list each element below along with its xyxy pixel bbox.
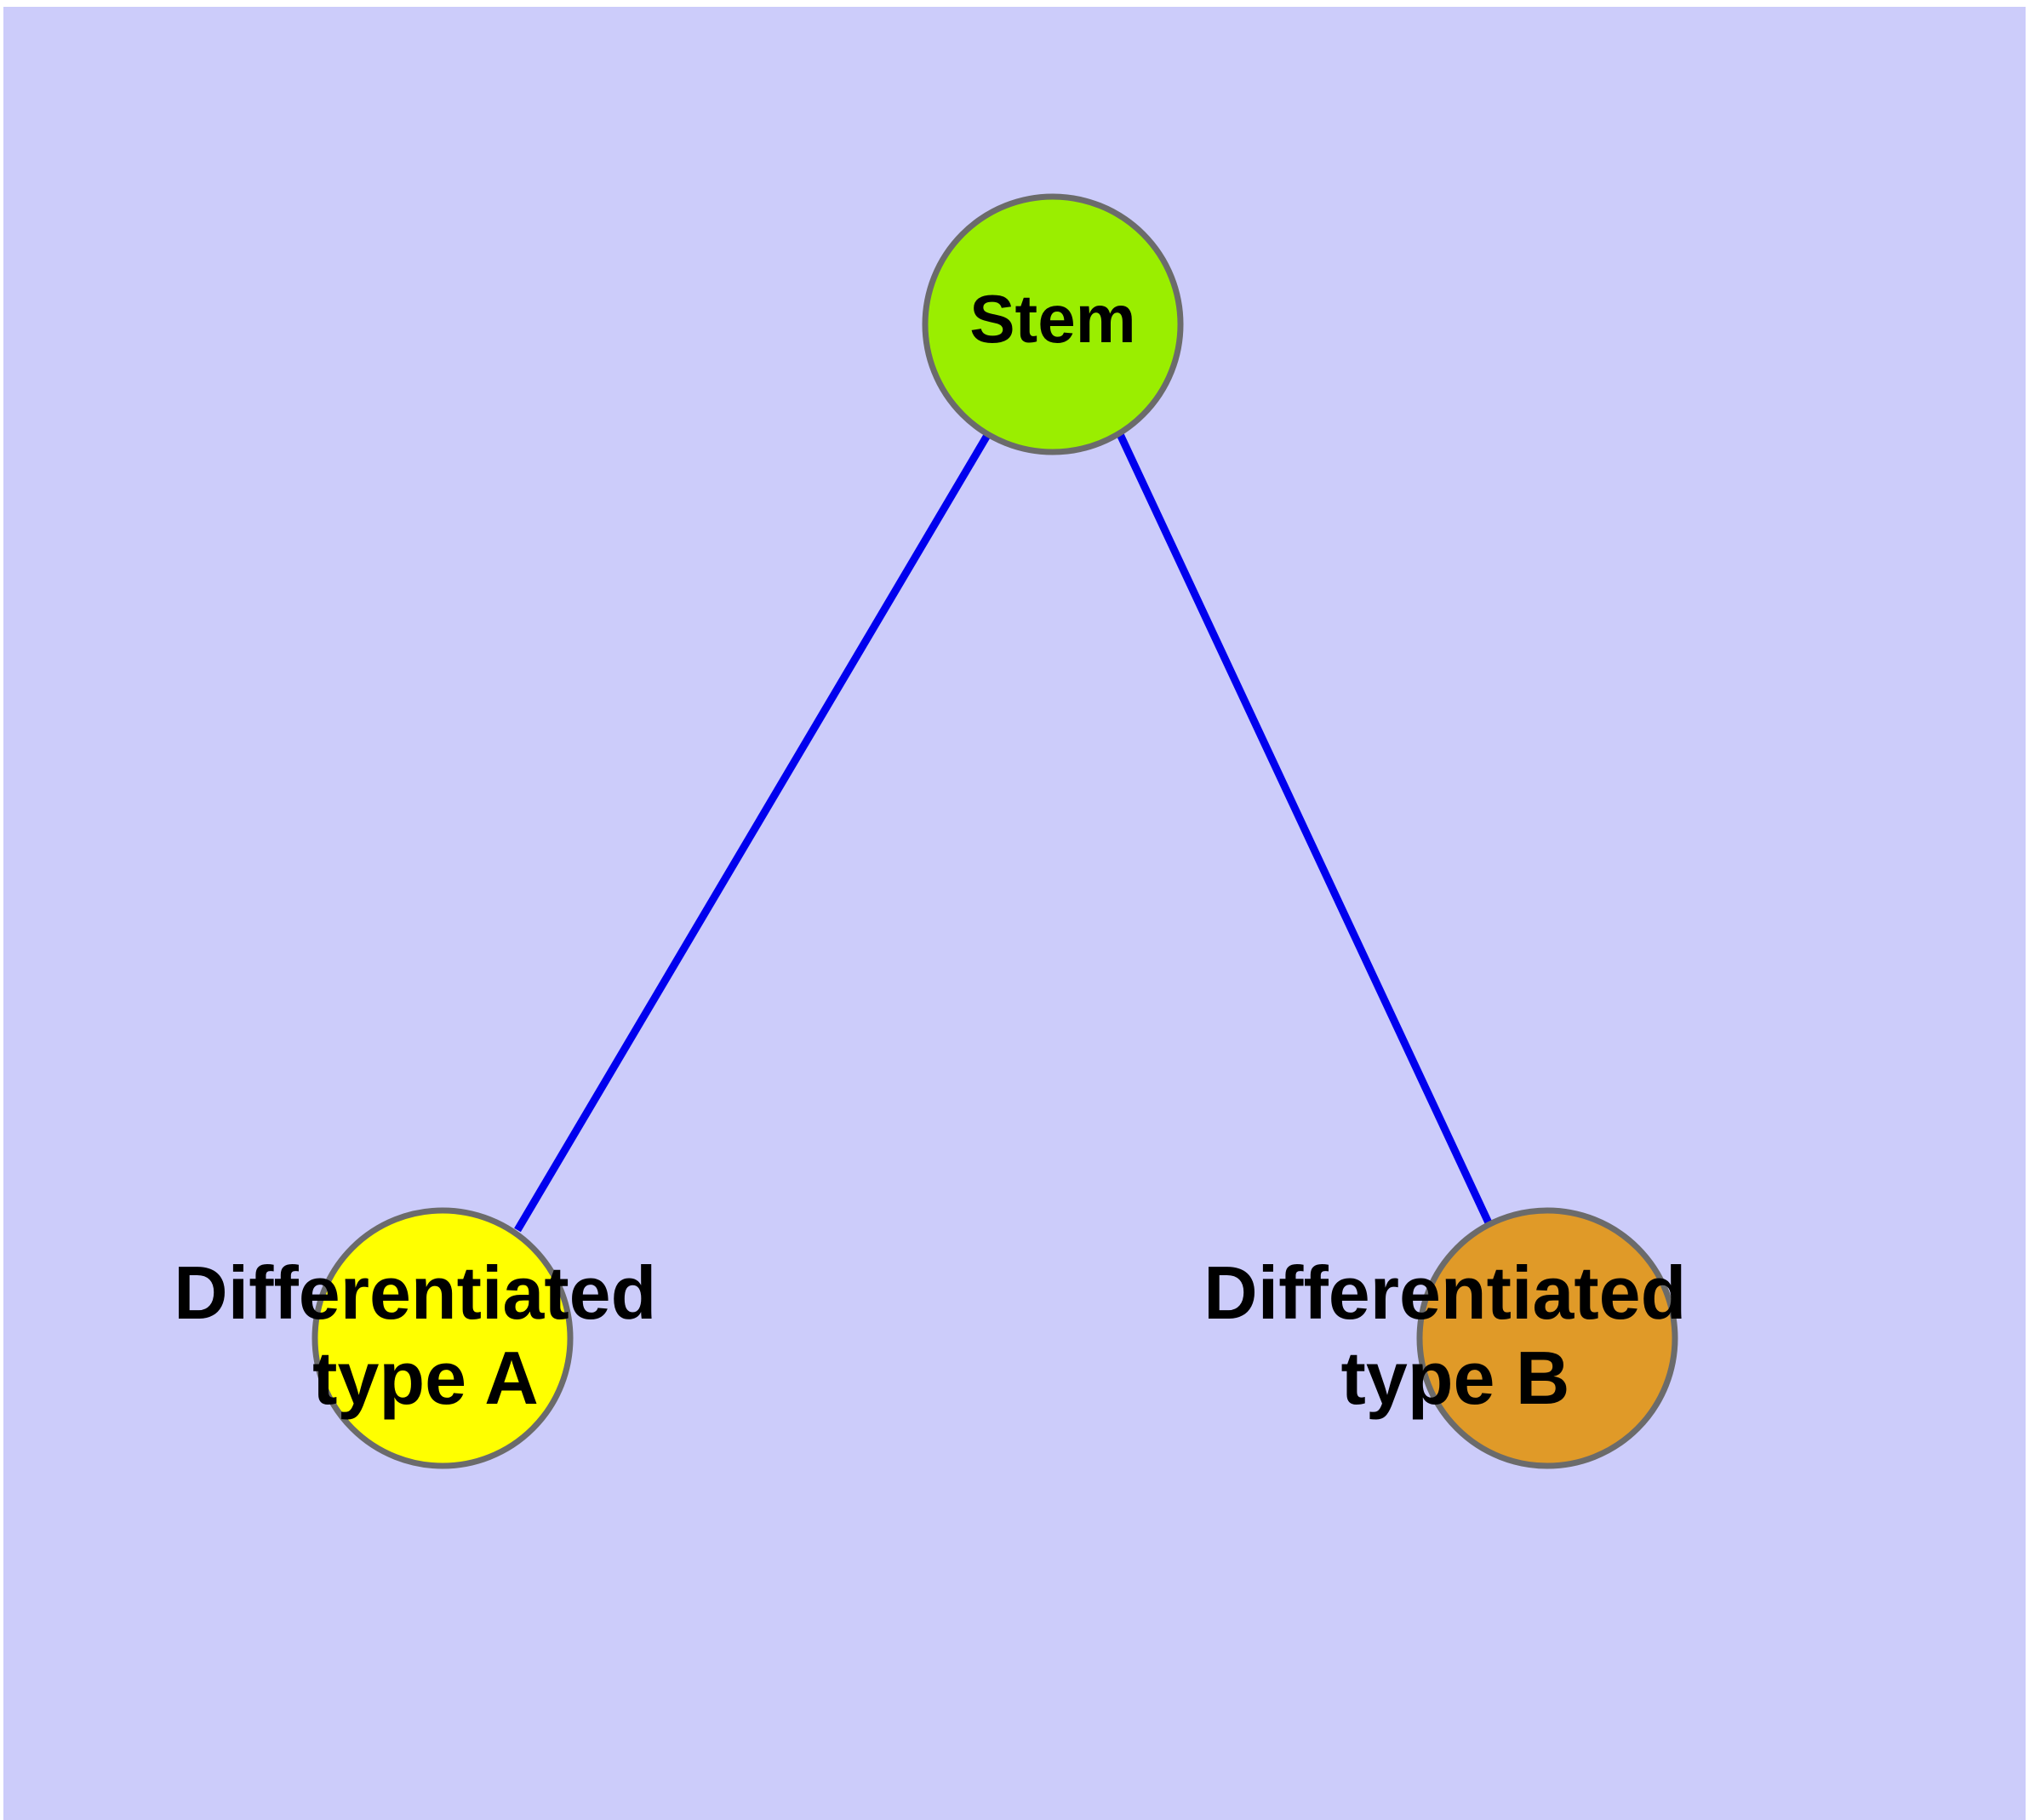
- node-differentiated-type-a[interactable]: Differentiated type A: [174, 1207, 677, 1469]
- edge-stem-to-diff-b[interactable]: [1115, 431, 1496, 1232]
- node-differentiated-type-b-label-line-1: Differentiated: [1203, 1251, 1686, 1335]
- node-group: Stem Differentiated type A Differentiate…: [174, 193, 1707, 1469]
- node-differentiated-type-a-circle[interactable]: [311, 1207, 574, 1469]
- node-stem-label: Stem: [969, 281, 1136, 357]
- node-differentiated-type-b[interactable]: Differentiated type B: [1203, 1207, 1707, 1469]
- graph-svg: Stem Differentiated type A Differentiate…: [174, 193, 1707, 1469]
- node-differentiated-type-a-label-line-1: Differentiated: [174, 1251, 656, 1335]
- edge-stem-to-diff-a[interactable]: [514, 430, 992, 1233]
- edge-group: [514, 430, 1496, 1233]
- node-differentiated-type-b-label-line-2: type B: [1341, 1336, 1570, 1420]
- node-stem-circle[interactable]: [922, 193, 1184, 455]
- node-stem[interactable]: Stem: [922, 193, 1184, 455]
- node-stem-label-line-1: Stem: [969, 281, 1136, 357]
- node-differentiated-type-a-label: Differentiated type A: [174, 1251, 677, 1420]
- diagram-plot-area: Stem Differentiated type A Differentiate…: [3, 7, 2026, 1820]
- node-differentiated-type-b-label: Differentiated type B: [1203, 1251, 1707, 1420]
- node-differentiated-type-a-label-line-2: type A: [312, 1336, 539, 1420]
- node-differentiated-type-b-circle[interactable]: [1416, 1207, 1678, 1469]
